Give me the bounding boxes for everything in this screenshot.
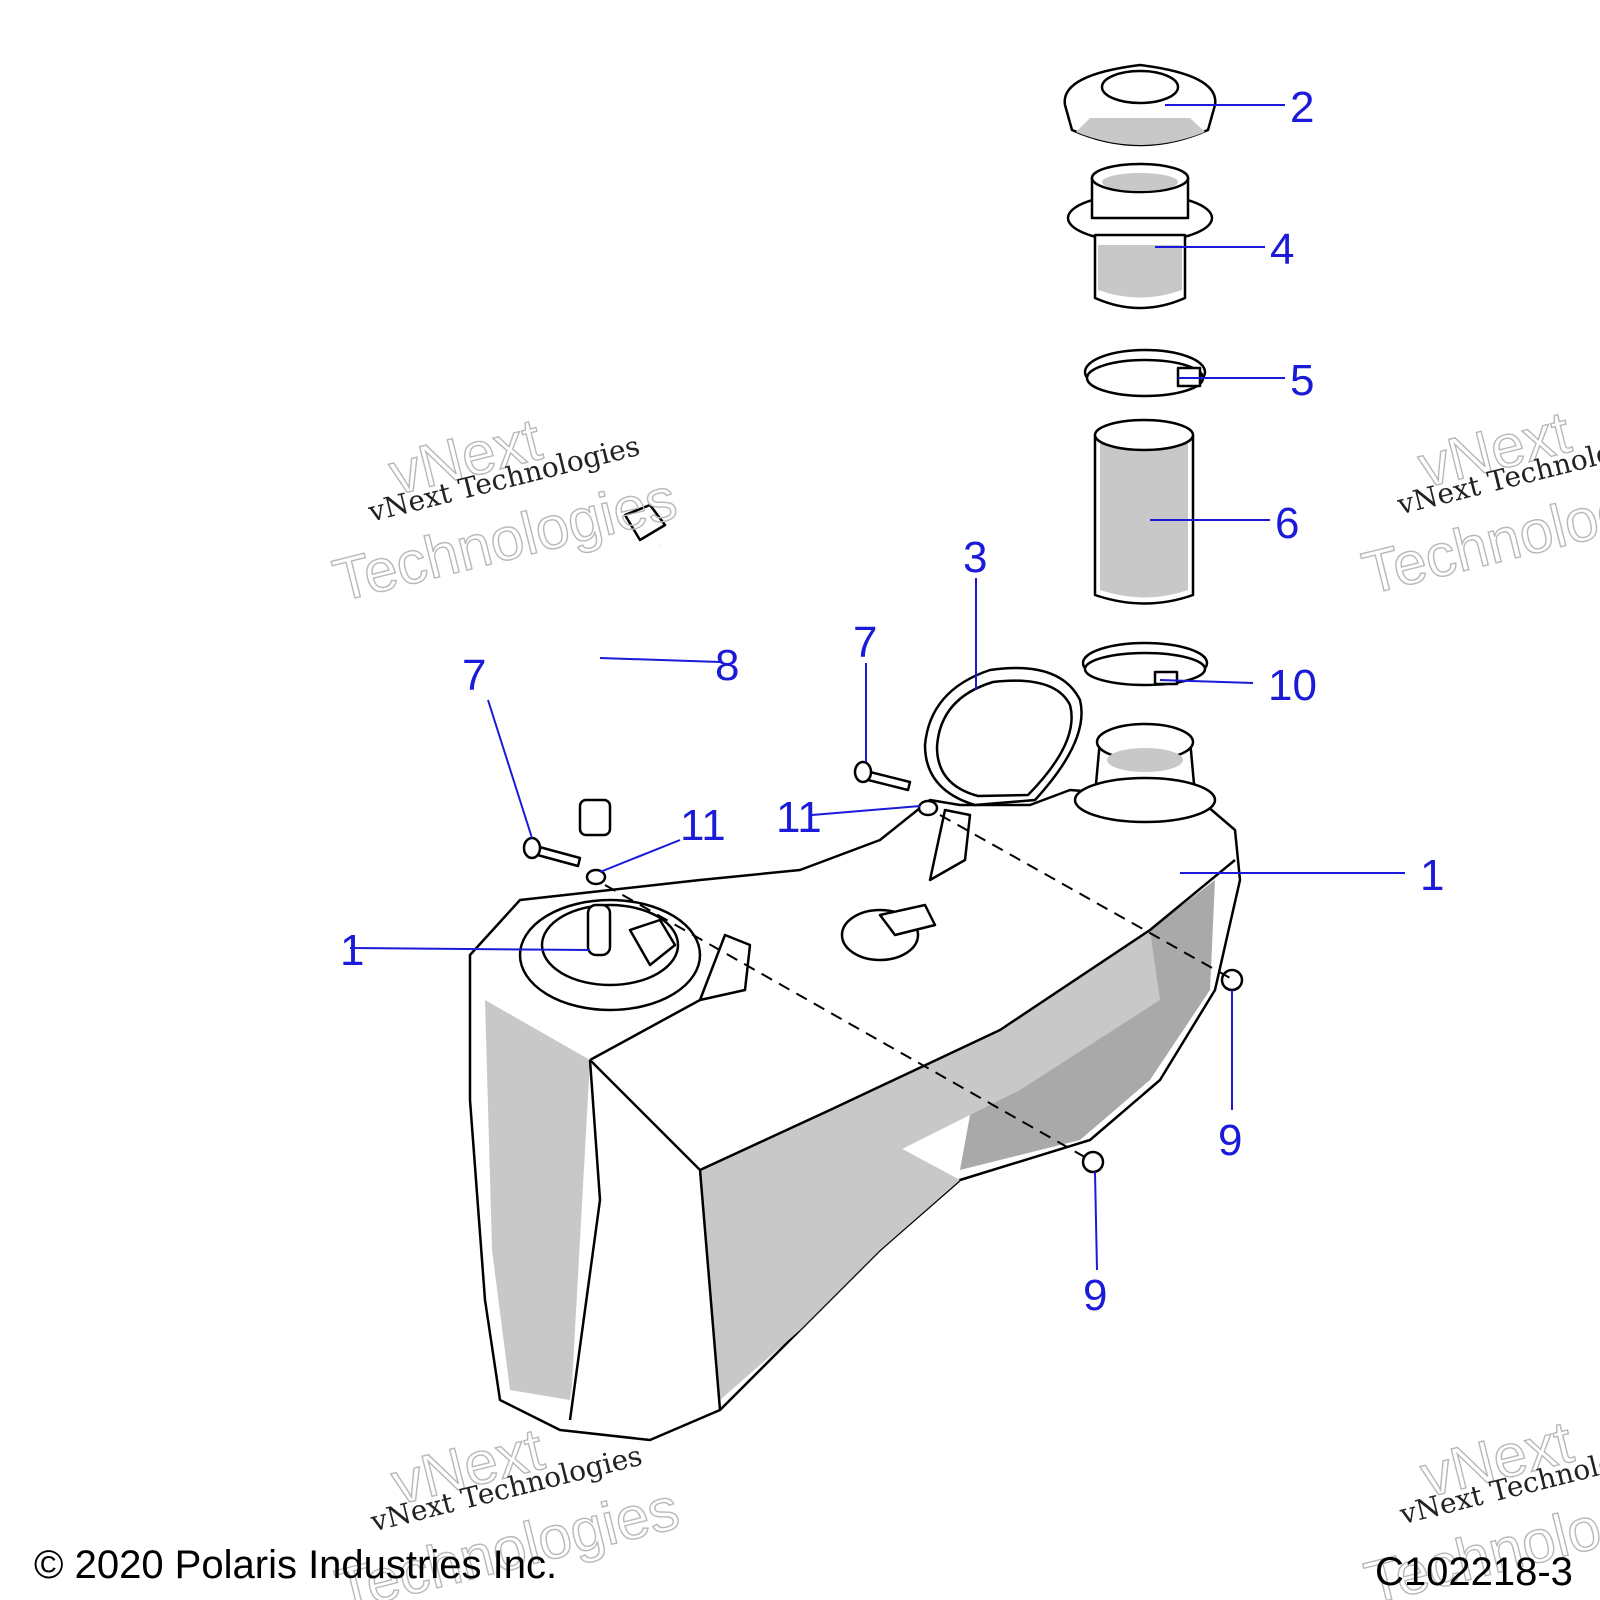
leader-lines [349, 104, 1405, 1271]
fasteners [522, 760, 1244, 1174]
callout-7-left: 7 [462, 651, 486, 700]
filler-hose [1093, 418, 1195, 605]
assembly-lines [604, 814, 1231, 1161]
copyright-notice: © 2020 Polaris Industries Inc. [34, 1543, 557, 1587]
callout-11-left: 11 [680, 801, 726, 850]
callout-5: 5 [1290, 356, 1314, 405]
callout-2: 2 [1290, 83, 1314, 132]
callout-9-right: 9 [1218, 1116, 1242, 1165]
retaining-strap [923, 666, 1083, 807]
figure-code: C102218-3 [1375, 1550, 1573, 1594]
callout-7-right: 7 [853, 618, 877, 667]
hose-clamp-upper [1083, 348, 1207, 398]
watermark-bottom-right: vNext Technologies vNext Technologies [1358, 1407, 1600, 1600]
fuel-cap [1063, 63, 1217, 147]
callout-8: 8 [715, 641, 739, 690]
callout-1-right: 1 [1420, 851, 1444, 900]
callout-6: 6 [1275, 499, 1299, 548]
callout-4: 4 [1270, 225, 1294, 274]
filler-neck-adapter [1066, 162, 1214, 310]
hose-clamp-lower [1081, 641, 1209, 687]
callout-9-left: 9 [1083, 1271, 1107, 1320]
fuel-tank [468, 722, 1242, 1442]
vent-line [550, 503, 667, 837]
callout-10: 10 [1268, 661, 1317, 710]
callout-1-left: 1 [340, 926, 364, 975]
watermark-top-right: vNext Technologies vNext Technologies [1355, 398, 1600, 608]
callout-labels: 2 4 5 6 3 10 7 8 7 11 11 1 1 9 9 [340, 83, 1444, 1320]
callout-3: 3 [963, 533, 987, 582]
callout-11-right: 11 [776, 793, 822, 842]
